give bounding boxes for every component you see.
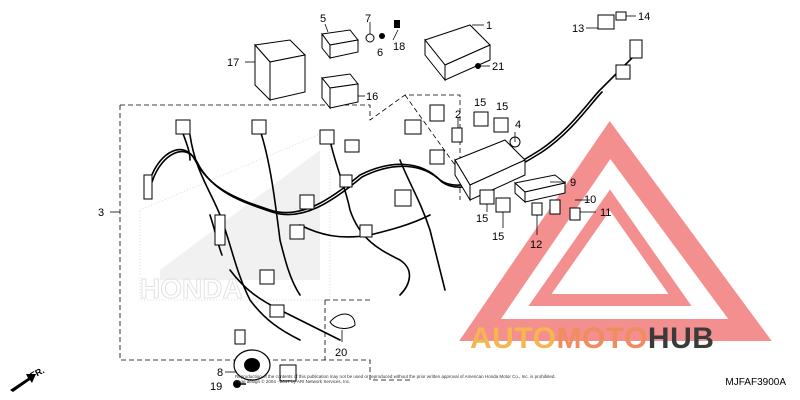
part-5-module xyxy=(321,29,359,60)
diagram-code: MJFAF3900A xyxy=(725,377,786,388)
copyright-notice: Reproduction of the contents of this pub… xyxy=(235,374,565,384)
part-1-control-unit xyxy=(424,24,491,82)
label-15c: 15 xyxy=(476,213,488,225)
honda-logo-text: HONDA xyxy=(140,273,243,304)
part-14-cap xyxy=(615,11,627,21)
label-6: 6 xyxy=(377,47,383,59)
copyright-line-1: Reproduction of the contents of this pub… xyxy=(235,374,556,379)
label-10: 10 xyxy=(584,194,596,206)
part-6-nut xyxy=(379,33,385,39)
label-8: 8 xyxy=(217,367,223,379)
part-9-fuse-holder xyxy=(513,174,567,204)
label-17: 17 xyxy=(227,57,239,69)
part-number-labels: 1 2 3 4 5 6 7 8 9 10 11 12 13 14 15 15 1… xyxy=(98,11,650,393)
label-13: 13 xyxy=(572,23,584,35)
label-15a: 15 xyxy=(474,97,486,109)
honda-wing-logo: HONDA xyxy=(139,129,331,305)
part-18-bolt xyxy=(394,20,400,28)
label-11: 11 xyxy=(600,207,611,219)
label-7: 7 xyxy=(365,13,371,25)
label-16: 16 xyxy=(366,91,378,103)
watermark-hub: HUB xyxy=(647,322,715,355)
wire-harness xyxy=(143,39,643,382)
watermark-triangle-icon xyxy=(459,121,772,341)
label-4: 4 xyxy=(515,119,521,131)
label-15d: 15 xyxy=(492,231,504,243)
label-18: 18 xyxy=(393,41,405,53)
front-arrow-icon xyxy=(10,374,36,392)
label-9: 9 xyxy=(570,177,576,189)
label-5: 5 xyxy=(320,13,326,25)
part-8-horn xyxy=(233,329,271,381)
label-1: 1 xyxy=(486,20,492,32)
label-12: 12 xyxy=(530,239,542,251)
part-13-relay xyxy=(597,14,615,30)
leader-lines xyxy=(110,15,636,373)
watermark-logo: AUTOMOTOHUB xyxy=(470,322,714,356)
label-15b: 15 xyxy=(496,101,508,113)
label-19: 19 xyxy=(210,381,222,393)
watermark-auto: AUTO xyxy=(470,322,557,355)
part-17-module xyxy=(254,39,307,102)
label-20: 20 xyxy=(335,347,347,359)
label-14: 14 xyxy=(638,11,650,23)
label-3: 3 xyxy=(98,207,104,219)
label-2: 2 xyxy=(455,109,461,121)
label-21: 21 xyxy=(492,61,504,73)
part-7-grommet xyxy=(365,33,375,43)
watermark-moto: MOTO xyxy=(556,322,648,355)
copyright-line-2: Page design © 2004 - 2017 by ARI Network… xyxy=(235,379,351,384)
part-19-bolt xyxy=(233,380,246,388)
part-20-band xyxy=(329,313,356,329)
part-16-module xyxy=(321,73,359,110)
